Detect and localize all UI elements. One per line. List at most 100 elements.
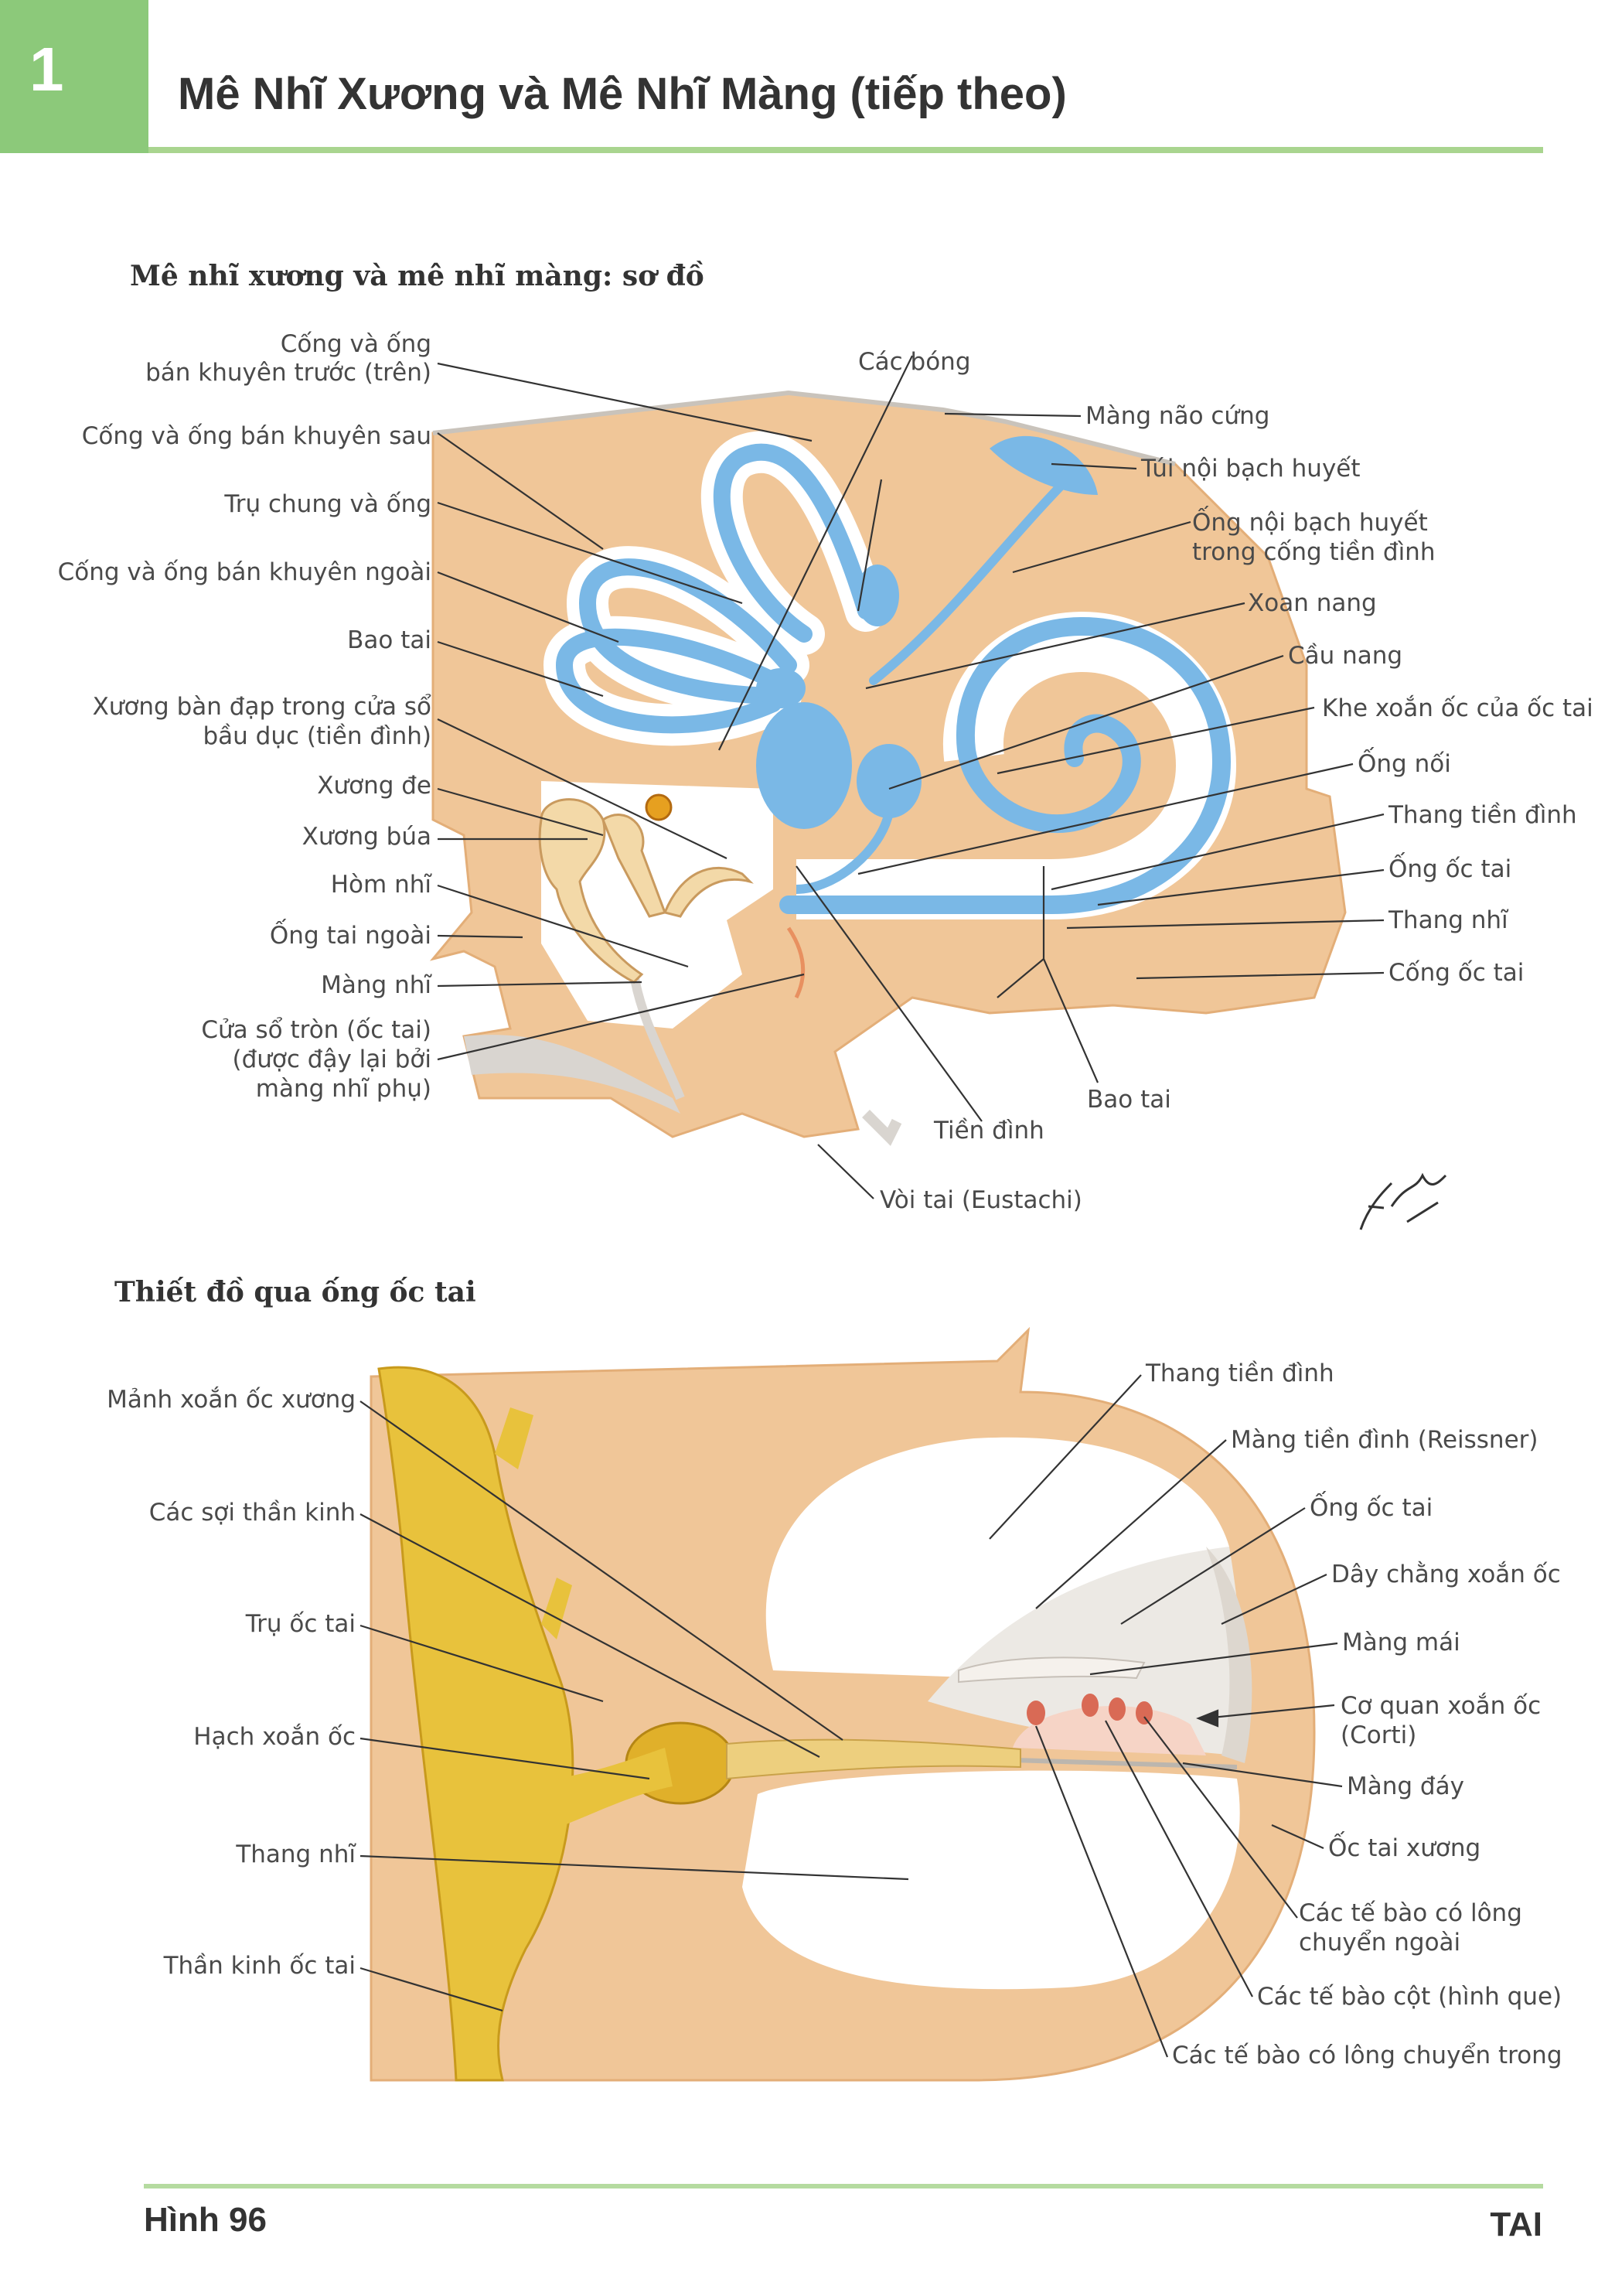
osseous-spiral-lamina [726,1738,1021,1780]
utricle [756,702,852,829]
label-external-canal: Ống tai ngoài [270,919,431,950]
page-title: Mê Nhĩ Xương và Mê Nhĩ Màng (tiếp theo) [178,69,1067,119]
label-endolymphatic-duct-2: trong cống tiền đình [1192,538,1435,566]
label-malleus: Xương búa [302,823,431,851]
spiral-ligament [1206,1547,1252,1763]
label-vestibule: Tiền đình [933,1117,1044,1145]
ductus-reuniens [796,810,894,894]
label-pillar-cells: Các tế bào cột (hình que) [1257,1983,1562,2011]
label-otic-capsule-left: Bao tai [347,626,431,654]
endolymphatic-duct-line [869,467,1079,685]
round-window-membrane [786,926,806,999]
cochlea-section-diagram: Mảnh xoắn ốc xương Các sợi thần kinh Trụ… [107,1326,1562,2082]
label-osseous-lamina: Mảnh xoắn ốc xương [107,1386,356,1414]
scala-vestibuli-cavity [765,1437,1229,1678]
ampulla-lateral [756,668,806,708]
chapter-tab: 1 [0,0,148,153]
label-otic-capsule-bottom: Bao tai [1087,1086,1171,1114]
label-stapes-1: Xương bàn đạp trong cửa sổ [93,693,431,721]
scala-tympani-cavity [742,1770,1240,1990]
lateral-duct [555,628,782,734]
outer-hair-cell-3 [1136,1701,1153,1725]
label-tectorial: Màng mái [1342,1629,1460,1656]
label-ampullae: Các bóng [858,348,971,376]
label-ductus-reuniens: Ống nối [1358,747,1451,778]
diagram1-leaders [437,355,1385,1199]
dura-line [432,390,1176,466]
label-nerve-fibers: Các sợi thần kinh [149,1499,356,1527]
figure-number: Hình 96 [144,2201,267,2239]
label-corti-2: (Corti) [1341,1721,1416,1749]
saccule [857,744,922,818]
label-scala-vestibuli: Thang tiền đình [1145,1360,1334,1387]
label-cochlear-aqueduct: Cống ốc tai [1388,959,1524,987]
cochlea-bone-channel [796,611,1237,919]
ear-canal-wall [464,1035,680,1114]
label-spiral-ganglion: Hạch xoắn ốc [193,1723,356,1751]
diagram1-heading: Mê nhĩ xương và mê nhĩ màng: sơ đồ [130,260,704,292]
diagram2-leaders [359,1374,1343,2058]
label-outer-hair-cells-2: chuyển ngoài [1299,1929,1460,1957]
ampulla-anterior [856,565,899,626]
label-endolymphatic-sac: Túi nội bạch huyết [1140,455,1361,483]
diagram2-heading: Thiết đồ qua ống ốc tai [114,1276,476,1308]
malleus [538,798,644,984]
label-round-window-2: (được đậy lại bởi [233,1046,432,1073]
eustachian-opening [862,1110,902,1146]
cochlear-nerve-trunk [377,1366,574,2082]
footer-topic: TAI [1490,2206,1542,2243]
label-helicotrema: Khe xoắn ốc của ốc tai [1322,694,1593,722]
stapes [663,866,754,918]
label-reissner: Màng tiền đình (Reissner) [1231,1426,1538,1454]
ossicles [538,798,754,984]
cochlear-duct-space [928,1547,1242,1755]
label-utricle: Xoan nang [1248,589,1377,617]
label-anterior-canal-2: bán khuyên trước (trên) [145,359,431,387]
label-dura: Màng não cứng [1085,402,1269,430]
header-rule [148,147,1543,153]
posterior-duct [578,558,797,704]
label-common-crus: Trụ chung và ống [223,490,431,518]
tympanic-membrane [629,974,685,1100]
anterior-duct [713,443,874,643]
label-round-window-3: màng nhĩ phụ) [256,1075,431,1103]
incus [601,814,666,918]
label-posterior-canal: Cống và ống bán khuyên sau [82,422,431,450]
label-modiolus: Trụ ốc tai [245,1610,356,1638]
label-inner-hair-cells: Các tế bào có lông chuyển trong [1172,2042,1562,2069]
inner-hair-cell [1027,1701,1045,1725]
cochlear-duct-spiral [779,616,1232,914]
label-tympanic-cavity: Hòm nhĩ [331,871,433,899]
label-outer-hair-cells-1: Các tế bào có lông [1299,1899,1522,1927]
ganglion-to-trunk [557,1748,673,1825]
label-cochlear-duct: Ống ốc tai [1388,852,1511,883]
organ-of-corti [1013,1694,1206,1755]
netter-signature [1359,1172,1447,1230]
label-scala-tympani: Thang nhĩ [235,1841,356,1868]
label-spiral-ligament: Dây chằng xoắn ốc [1331,1561,1561,1588]
label-cochlear-nerve: Thần kinh ốc tai [163,1952,356,1980]
label-stapes-2: bầu dục (tiền đình) [203,722,431,750]
label-corti-1: Cơ quan xoắn ốc [1341,1692,1541,1720]
label-lateral-canal: Cống và ống bán khuyên ngoài [58,558,431,586]
outer-hair-cell-2 [1109,1697,1126,1721]
label-anterior-canal-1: Cống và ống [281,330,431,358]
chapter-number: 1 [29,35,64,104]
footer-rule [144,2184,1543,2189]
label-endolymphatic-duct-1: Ống nội bạch huyết [1192,506,1428,537]
label-round-window-1: Cửa sổ tròn (ốc tai) [201,1016,431,1044]
labyrinth-diagram: Cống và ống bán khuyên trước (trên) Cống… [58,330,1593,1230]
label-eustachian: Vòi tai (Eustachi) [880,1186,1082,1214]
label-incus: Xương đe [317,772,431,800]
label-scala-tympani: Thang nhĩ [1388,906,1509,934]
nerve-branch-2 [541,1578,572,1639]
nerve-branch [495,1407,533,1469]
label-saccule: Cầu nang [1288,642,1402,670]
oval-window-mark [645,793,673,821]
label-basilar: Màng đáy [1347,1772,1464,1800]
label-scala-vestibuli: Thang tiền đình [1388,801,1577,829]
endolymphatic-sac [990,435,1098,495]
tectorial-membrane [958,1656,1146,1684]
label-cochlear-duct: Ống ốc tai [1310,1491,1433,1522]
